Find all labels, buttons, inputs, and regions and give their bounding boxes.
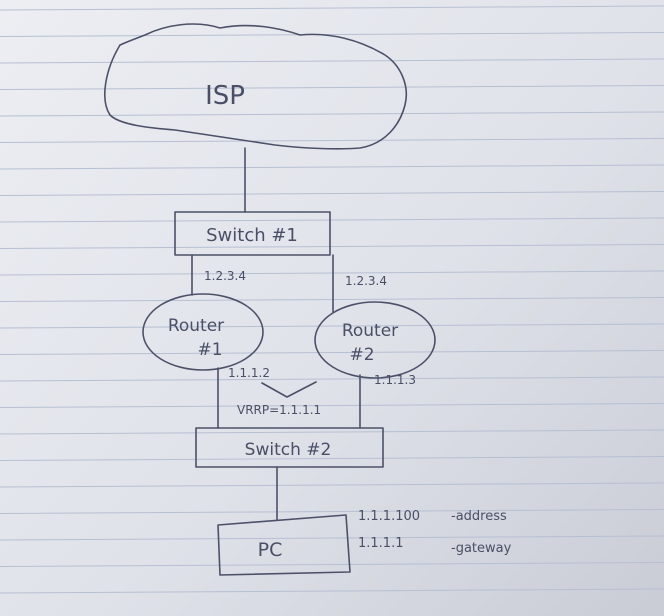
ruled-line: [0, 323, 664, 329]
pc-gateway-note: -gateway: [451, 541, 512, 556]
router2-lan-ip: 1.1.1.3: [374, 373, 416, 387]
ruled-line: [0, 5, 664, 11]
ruled-line: [0, 217, 664, 223]
ruled-line: [0, 403, 664, 408]
ruled-line: [0, 562, 664, 567]
router1-node: [142, 293, 264, 371]
pc-gateway: 1.1.1.1: [358, 536, 403, 551]
router1-label-line1: Router: [168, 316, 224, 336]
isp-label: ISP: [205, 81, 245, 111]
ruled-line: [0, 191, 664, 196]
router1-lan-ip: 1.1.1.2: [228, 366, 270, 380]
ruled-line: [0, 509, 664, 514]
ruled-line: [0, 138, 664, 143]
pc-label: PC: [258, 539, 283, 561]
router2-label-line1: Router: [342, 321, 398, 341]
ruled-line: [0, 270, 664, 276]
ruled-line: [0, 85, 664, 90]
router2-label-line2: #2: [349, 345, 374, 365]
vrrp-chevron: [261, 381, 317, 398]
router2-wan-ip: 1.2.3.4: [345, 274, 387, 288]
ruled-line: [0, 32, 664, 37]
ruled-line: [0, 429, 664, 435]
ruled-line: [0, 482, 664, 488]
router1-label-line2: #1: [197, 340, 222, 360]
router2-node: [314, 301, 436, 379]
ruled-line: [0, 111, 664, 117]
ruled-line: [0, 164, 664, 170]
isp-cloud: [104, 23, 407, 150]
router1-wan-ip: 1.2.3.4: [204, 269, 246, 283]
switch1-box: [174, 211, 331, 256]
switch2-label: Switch #2: [245, 440, 332, 460]
pc-address: 1.1.1.100: [358, 509, 420, 524]
ruled-line: [0, 376, 664, 382]
ruled-line: [0, 58, 664, 64]
switch2-box: [195, 427, 384, 468]
pc-box: [217, 514, 351, 576]
ruled-lines: [0, 5, 664, 594]
ruled-line: [0, 456, 664, 461]
ruled-line: [0, 350, 664, 355]
ruled-line: [0, 244, 664, 249]
ruled-line: [0, 588, 664, 594]
ruled-line: [0, 297, 664, 302]
switch1-label: Switch #1: [206, 225, 298, 246]
pc-address-note: -address: [451, 509, 507, 524]
vrrp-label: VRRP=1.1.1.1: [237, 403, 321, 417]
ruled-line: [0, 535, 664, 541]
